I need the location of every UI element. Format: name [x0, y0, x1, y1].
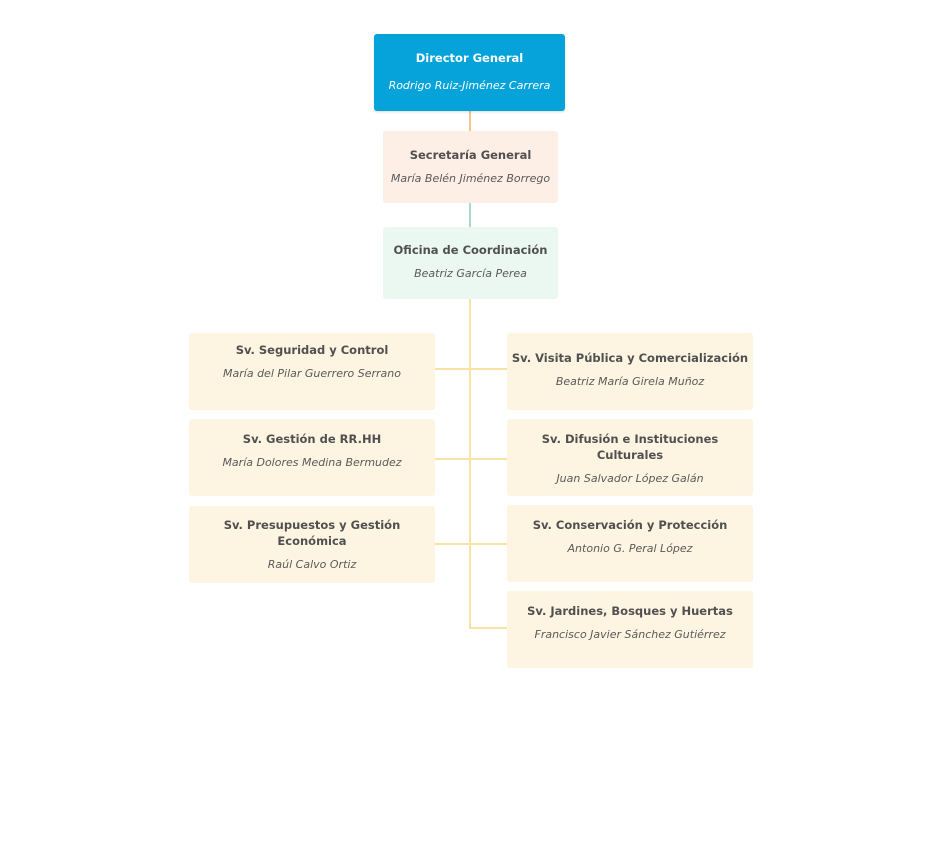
- node-sv-seguridad-control[interactable]: Sv. Seguridad y Control María del Pilar …: [189, 333, 435, 410]
- node-person-name: Juan Salvador López Galán: [556, 472, 704, 485]
- connector-secretaria-oficina: [469, 202, 471, 227]
- node-title: Sv. Jardines, Bosques y Huertas: [527, 604, 733, 618]
- connector-row4: [469, 627, 508, 629]
- node-title: Sv. Conservación y Protección: [532, 518, 728, 532]
- node-sv-difusion[interactable]: Sv. Difusión e Instituciones Culturales …: [507, 419, 753, 496]
- connector-row3: [434, 543, 508, 545]
- node-sv-gestion-rrhh[interactable]: Sv. Gestión de RR.HH María Dolores Medin…: [189, 419, 435, 496]
- node-sv-visita-publica[interactable]: Sv. Visita Pública y Comercialización Be…: [507, 333, 753, 410]
- node-person-name: Beatriz García Perea: [414, 267, 527, 280]
- node-person-name: Beatriz María Girela Muñoz: [555, 375, 705, 388]
- node-secretaria-general[interactable]: Secretaría General María Belén Jiménez B…: [383, 131, 558, 203]
- node-person-name: Rodrigo Ruiz-Jiménez Carrera: [388, 79, 551, 92]
- node-title: Oficina de Coordinación: [393, 243, 548, 257]
- node-person-name: Antonio G. Peral López: [567, 542, 693, 555]
- node-person-name: María Dolores Medina Bermudez: [222, 456, 402, 469]
- node-title: Sv. Presupuestos y Gestión Económica: [223, 518, 401, 548]
- node-person-name: Raúl Calvo Ortiz: [267, 558, 357, 571]
- node-title: Secretaría General: [409, 148, 532, 162]
- connector-row2: [434, 458, 508, 460]
- node-title: Sv. Seguridad y Control: [235, 343, 389, 357]
- connector-director-secretaria: [469, 110, 471, 131]
- node-sv-presupuestos[interactable]: Sv. Presupuestos y Gestión Económica Raú…: [189, 506, 435, 583]
- node-sv-jardines[interactable]: Sv. Jardines, Bosques y Huertas Francisc…: [507, 591, 753, 668]
- connector-trunk: [469, 298, 471, 629]
- node-person-name: María Belén Jiménez Borrego: [390, 172, 551, 185]
- node-title: Sv. Difusión e Instituciones Culturales: [541, 432, 719, 462]
- node-person-name: María del Pilar Guerrero Serrano: [223, 367, 401, 380]
- node-sv-conservacion[interactable]: Sv. Conservación y Protección Antonio G.…: [507, 505, 753, 582]
- node-title: Sv. Gestión de RR.HH: [242, 432, 382, 446]
- node-director-general[interactable]: Director General Rodrigo Ruiz-Jiménez Ca…: [374, 34, 565, 111]
- connector-row1: [434, 368, 508, 370]
- node-person-name: Francisco Javier Sánchez Gutiérrez: [534, 628, 726, 641]
- node-title: Sv. Visita Pública y Comercialización: [511, 351, 749, 365]
- node-title: Director General: [415, 51, 524, 65]
- node-oficina-coordinacion[interactable]: Oficina de Coordinación Beatriz García P…: [383, 227, 558, 299]
